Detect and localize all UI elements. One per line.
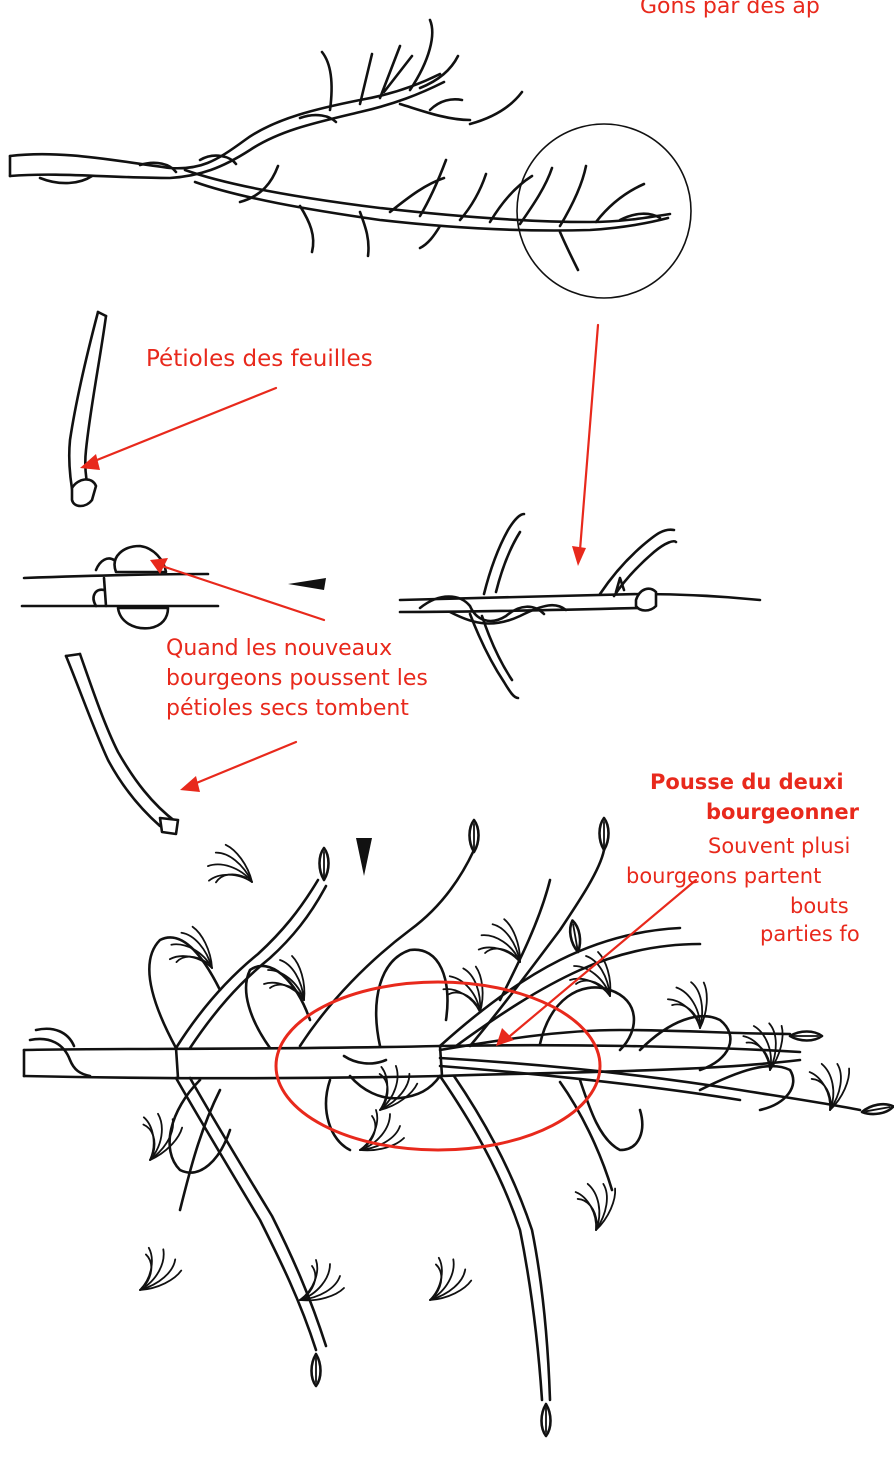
new-buds-arrow xyxy=(150,558,324,620)
second-budding-label-line1: Pousse du deuxi xyxy=(650,770,844,794)
sequence-arrowhead-left xyxy=(288,578,326,590)
zoom-arrow xyxy=(572,325,598,566)
new-buds-label-line1: Quand les nouveaux xyxy=(166,636,392,661)
sequence-arrowhead-down xyxy=(356,838,372,876)
falling-petiole-sketch xyxy=(66,654,178,834)
top-caption-fragment: Gons par des ap xyxy=(640,0,820,19)
several-buds-label-line4: parties fo xyxy=(760,922,860,946)
new-buds-label-line2: bourgeons poussent les xyxy=(166,666,428,691)
petiole-sketch xyxy=(69,312,106,506)
petiole-arrow xyxy=(80,388,276,470)
petioles-label: Pétioles des feuilles xyxy=(146,346,373,372)
second-budding-label-line2: bourgeonner xyxy=(706,800,859,824)
mature-shoot-sketch xyxy=(24,818,894,1436)
several-buds-label-line2: bourgeons partent xyxy=(626,864,821,888)
several-buds-arrow xyxy=(496,880,696,1046)
stem-node-sketch xyxy=(22,546,218,628)
new-buds-label-line3: pétioles secs tombent xyxy=(166,696,409,721)
top-branch-sketch xyxy=(10,20,691,298)
falling-petiole-arrow xyxy=(180,742,296,792)
several-buds-label-line3: bouts xyxy=(790,894,849,918)
several-buds-label-line1: Souvent plusi xyxy=(708,834,850,858)
